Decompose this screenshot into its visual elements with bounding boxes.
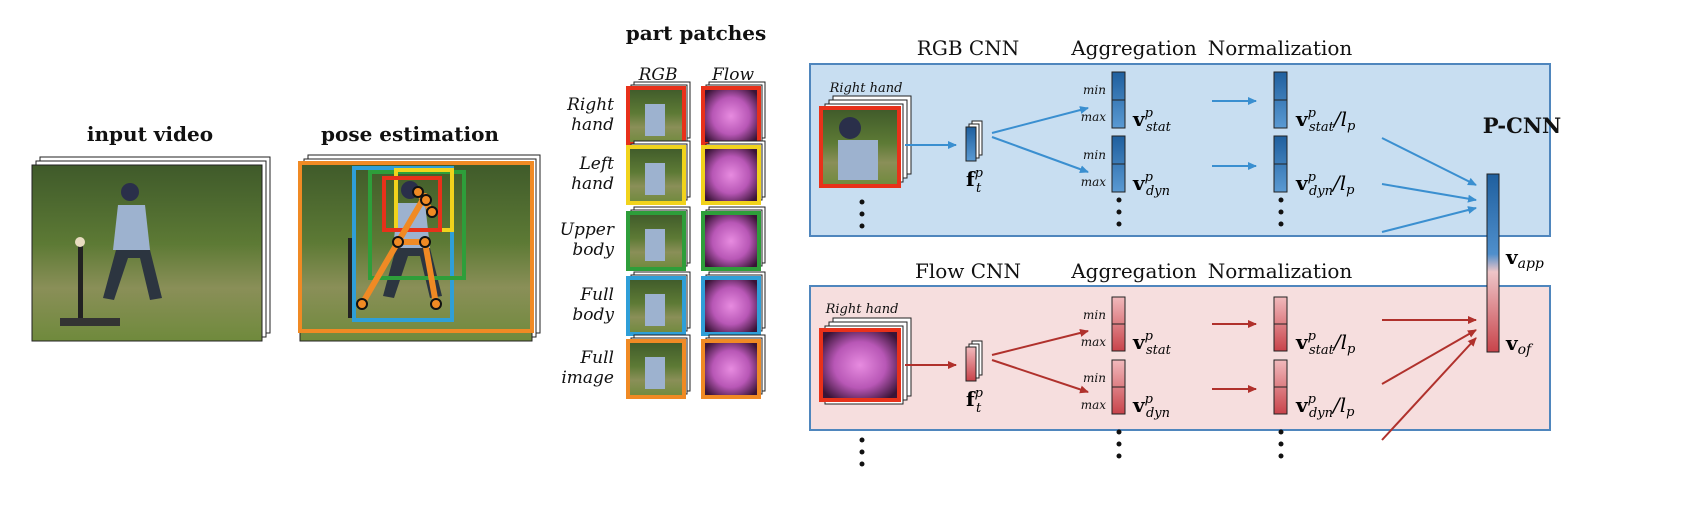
rgb-aggregation-bars	[1111, 71, 1126, 193]
p-cnn-output-bar	[1486, 173, 1500, 353]
v-app-label: vapp	[1505, 245, 1544, 272]
part-patches-title: part patches	[626, 21, 767, 45]
out-arrow-flow-more	[1381, 337, 1477, 441]
flow-patch	[701, 211, 761, 271]
flow-dyn-max: max	[1081, 398, 1107, 412]
part-name-line1: Upper	[560, 220, 615, 240]
rgb-frame-stack: Right hand	[819, 81, 912, 188]
p-cnn-title: P-CNN	[1483, 113, 1561, 138]
right-hand-box	[382, 176, 442, 232]
part-name-line2: body	[572, 240, 614, 260]
part-name-line2: hand	[571, 174, 614, 194]
flow-stream-panel	[809, 285, 1551, 431]
flow-ellipsis-dots	[859, 429, 1284, 467]
rgb-arrow-to-dyn	[991, 136, 1089, 174]
rgb-ellipsis-dots	[859, 197, 1284, 229]
part-patch-rows: RighthandLefthandUpperbodyFullbodyFullim…	[560, 81, 766, 399]
part-name-line1: Left	[579, 154, 615, 174]
input-video-title: input video	[87, 122, 213, 146]
pose-estimation-frames	[298, 154, 541, 342]
part-name-line2: hand	[571, 115, 614, 135]
part-name-line2: body	[572, 305, 614, 325]
part-name-line1: Full	[579, 285, 614, 305]
flow-column-label: Flow	[711, 65, 754, 85]
flow-arrow-to-dyn	[991, 359, 1089, 394]
flow-patch	[701, 86, 761, 146]
part-name-line2: image	[561, 368, 614, 388]
flow-feature-block	[965, 340, 983, 382]
input-video-frames	[31, 156, 271, 342]
flow-normalization-bars	[1273, 296, 1288, 415]
rgb-cnn-title: RGB CNN	[917, 36, 1019, 60]
out-arrow-rgb-stat	[1381, 137, 1477, 186]
flow-patch	[701, 276, 761, 336]
rgb-feature-block	[965, 120, 983, 162]
flow-frame-label: Right hand	[825, 302, 899, 317]
flow-aggregation-bars	[1111, 296, 1126, 415]
flow-aggregation-title: Aggregation	[1070, 259, 1197, 283]
flow-normalization-title: Normalization	[1208, 259, 1353, 283]
rgb-frame-label: Right hand	[829, 81, 903, 96]
out-arrow-rgb-more	[1381, 206, 1477, 233]
flow-arrow-to-stat	[991, 329, 1089, 356]
flow-stat-min: min	[1083, 308, 1106, 322]
flow-stat-max: max	[1081, 335, 1107, 349]
part-name-line1: Full	[579, 348, 614, 368]
flow-patch	[701, 145, 761, 205]
flow-frame-stack: Right hand	[819, 302, 912, 405]
out-arrow-rgb-dyn	[1381, 183, 1477, 203]
out-arrow-flow-dyn	[1381, 329, 1477, 385]
rgb-normalization-title: Normalization	[1208, 36, 1353, 60]
rgb-dyn-max: max	[1081, 175, 1107, 189]
full-image-box	[298, 161, 534, 333]
flow-patch	[701, 339, 761, 399]
rgb-stream-panel	[809, 63, 1551, 237]
rgb-arrow-to-stat	[991, 106, 1089, 134]
rgb-stat-min: min	[1083, 83, 1106, 97]
flow-cnn-title: Flow CNN	[915, 259, 1021, 283]
flow-dyn-min: min	[1083, 371, 1106, 385]
part-name-line1: Right	[566, 95, 614, 115]
pose-estimation-title: pose estimation	[321, 122, 499, 146]
rgb-column-label: RGB	[638, 65, 678, 85]
rgb-normalization-bars	[1273, 71, 1288, 193]
rgb-aggregation-title: Aggregation	[1070, 36, 1197, 60]
rgb-dyn-min: min	[1083, 148, 1106, 162]
rgb-stat-max: max	[1081, 110, 1107, 124]
